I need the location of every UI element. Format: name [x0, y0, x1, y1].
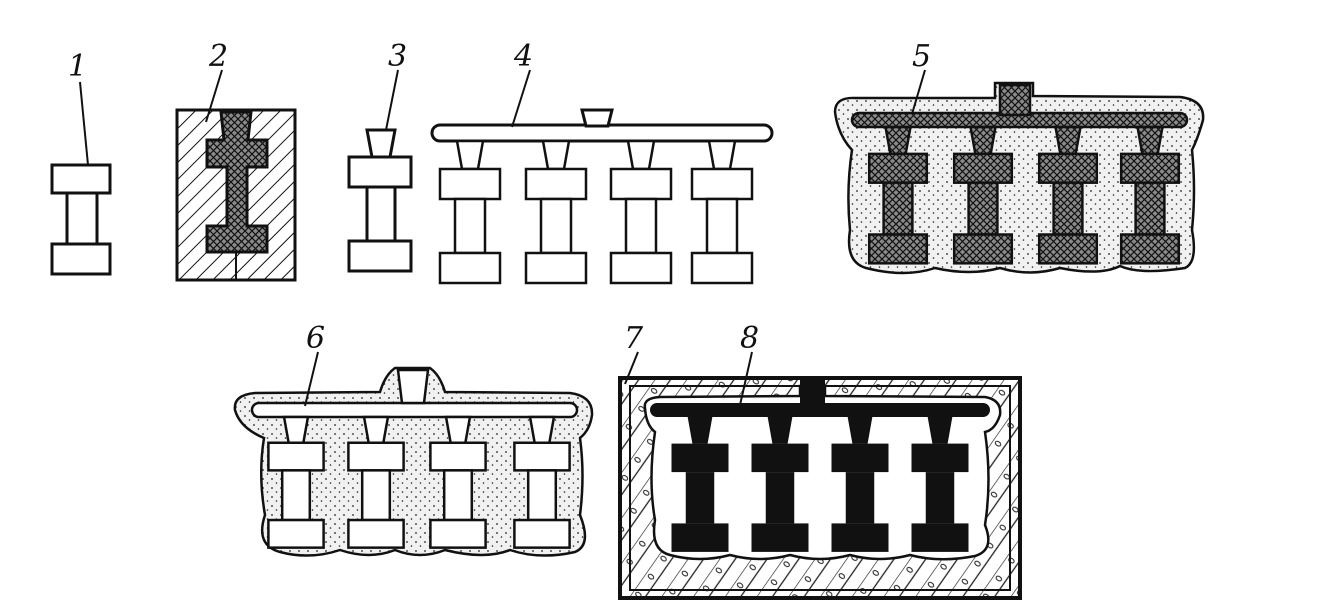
fig4-model-4	[690, 139, 754, 285]
label-7: 7	[624, 321, 644, 356]
fig5-model-3	[1037, 125, 1099, 265]
fig6-leader	[304, 351, 319, 407]
fig8-casting-2	[751, 417, 809, 552]
fig8-casting-1	[671, 417, 729, 552]
fig8-casting-3	[831, 417, 889, 552]
label-2: 2	[208, 39, 228, 74]
label-3: 3	[388, 39, 407, 74]
fig6-cavity-1	[267, 415, 325, 549]
fig8-poured-metal	[650, 380, 990, 552]
fig1-leader	[79, 81, 89, 166]
label-1: 1	[68, 49, 87, 84]
fig5-leader	[911, 69, 926, 115]
fig5-model-2	[952, 125, 1014, 265]
fig5-model-4	[1119, 125, 1181, 265]
fig6-cavity-3	[429, 415, 487, 549]
fig3-leader	[385, 69, 399, 131]
fig6-cavity-2	[347, 415, 405, 549]
fig2-leader	[205, 69, 223, 123]
fig4-model-3	[609, 139, 673, 285]
label-8: 8	[740, 321, 759, 356]
fig4-model-2	[524, 139, 588, 285]
fig8-leader	[739, 351, 753, 406]
fig4-model-cluster	[430, 108, 774, 285]
fig1-wax-model	[50, 163, 112, 276]
fig4-model-1	[438, 139, 502, 285]
fig6-cavity-4	[513, 415, 571, 549]
fig3-model-with-gate	[347, 128, 413, 273]
label-4: 4	[513, 39, 533, 74]
label-6: 6	[306, 321, 325, 356]
fig4-leader	[511, 69, 531, 128]
fig6-ceramic-shell	[233, 366, 594, 557]
fig5-model-1	[867, 125, 929, 265]
fig7-leader	[624, 351, 639, 385]
fig8-casting-4	[911, 417, 969, 552]
fig5-coated-cluster	[833, 81, 1205, 275]
fig2-press-mold	[175, 108, 297, 282]
label-5: 5	[912, 39, 931, 74]
